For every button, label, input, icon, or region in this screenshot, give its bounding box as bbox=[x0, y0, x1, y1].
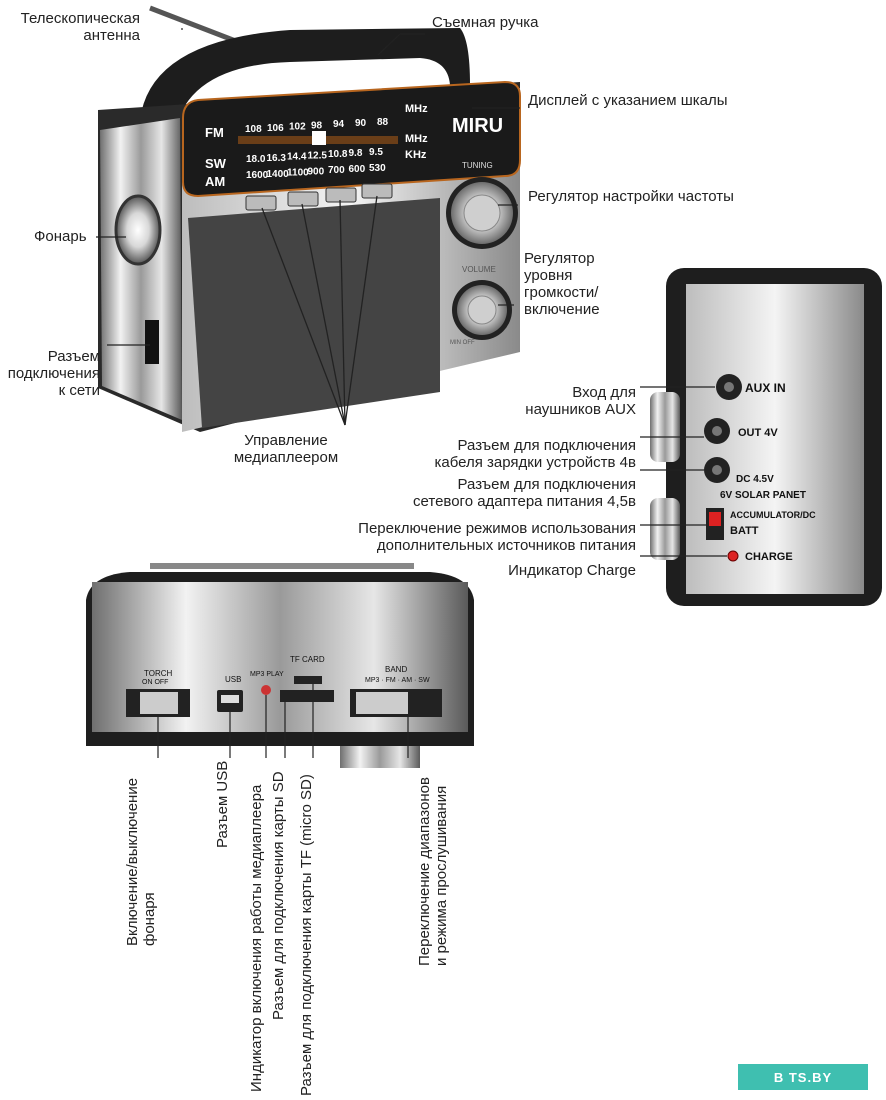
label-antenna: Телескопическая антенна bbox=[20, 10, 140, 44]
watermark-logo: B TS.BY bbox=[738, 1064, 868, 1090]
label-out4v: Разъем для подключения кабеля зарядки ус… bbox=[434, 437, 636, 471]
label-volume: Регулятор уровня громкости/ включение bbox=[524, 250, 600, 318]
sd-slot[interactable] bbox=[280, 690, 334, 702]
dial-mhz-label: MHz bbox=[405, 133, 428, 145]
dial-sw-freq: 12.5 bbox=[308, 150, 328, 161]
band-caption: BAND bbox=[385, 665, 407, 674]
solar-caption: 6V SOLAR PANET bbox=[720, 490, 806, 501]
batt-caption: BATT bbox=[730, 525, 759, 537]
tuning-caption: TUNING bbox=[462, 161, 493, 170]
dial-sw-freq: 10.8 bbox=[328, 149, 348, 160]
dc-caption: DC 4.5V bbox=[736, 474, 774, 485]
radio-front bbox=[98, 5, 521, 432]
label-dc45: Разъем для подключения сетевого адаптера… bbox=[413, 476, 636, 510]
dial-fm-label: FM bbox=[205, 125, 224, 140]
vlabel-band: Переключение диапазонов и режима прослуш… bbox=[416, 777, 450, 966]
vlabel-sd: Разъем для подключения карты SD bbox=[270, 771, 287, 1020]
dial-am-freq: 1400 bbox=[267, 169, 290, 180]
radio-bottom bbox=[86, 563, 474, 768]
dial-mhz-label: MHz bbox=[405, 103, 428, 115]
dial-sw-freq: 16.3 bbox=[267, 153, 287, 164]
dial-sw-freq: 9.5 bbox=[369, 147, 383, 158]
dial-am-freq: 1100 bbox=[287, 168, 309, 179]
dial-am-label: AM bbox=[205, 174, 225, 189]
label-charge: Индикатор Charge bbox=[508, 562, 636, 579]
dial-sw-label: SW bbox=[205, 156, 227, 171]
dial-am-freq: 1600 bbox=[246, 170, 269, 181]
media-button-next[interactable] bbox=[325, 187, 357, 203]
dial-sw-freq: 18.0 bbox=[246, 154, 266, 165]
label-display: Дисплей с указанием шкалы bbox=[528, 92, 728, 109]
usb-caption: USB bbox=[225, 675, 241, 684]
media-button-play[interactable] bbox=[287, 191, 319, 207]
label-switch: Переключение режимов использования допол… bbox=[358, 520, 636, 554]
vlabel-usb: Разъем USB bbox=[214, 760, 231, 848]
vlabel-tf: Разъем для подключения карты TF (micro S… bbox=[298, 774, 315, 1096]
band-modes-caption: MP3 · FM · AM · SW bbox=[365, 677, 430, 684]
dial-am-freq: 900 bbox=[308, 166, 325, 177]
dial-fm-freq: 94 bbox=[333, 119, 345, 130]
dial-khz-label: KHz bbox=[405, 149, 427, 161]
min-off-caption: MIN OFF bbox=[450, 340, 475, 346]
aux-caption: AUX IN bbox=[745, 381, 786, 395]
dial-sw-freq: 14.4 bbox=[287, 152, 307, 163]
dial-sw-freq: 9.8 bbox=[349, 148, 363, 159]
charge-caption: CHARGE bbox=[745, 551, 793, 563]
dial-fm-freq: 90 bbox=[355, 118, 367, 129]
tfcard-caption: TF CARD bbox=[290, 655, 325, 664]
dial-am-freq: 600 bbox=[349, 164, 366, 175]
out4v-caption: OUT 4V bbox=[738, 427, 778, 439]
label-aux: Вход для наушников AUX bbox=[525, 384, 636, 418]
label-tuning: Регулятор настройки частоты bbox=[528, 188, 734, 205]
dial-fm-freq: 106 bbox=[267, 123, 284, 134]
vlabel-torch-switch: Включение/выключение фонаря bbox=[124, 777, 158, 946]
handle bbox=[140, 28, 470, 130]
dial-fm-freq: 108 bbox=[245, 124, 262, 135]
charge-led bbox=[727, 550, 739, 562]
dial-fm-freq: 102 bbox=[289, 122, 306, 133]
dial-fm-freq: 98 bbox=[311, 120, 323, 131]
label-handle: Съемная ручка bbox=[432, 14, 539, 31]
vlabel-mp3-indicator: Индикатор включения работы медиаплеера bbox=[248, 784, 265, 1092]
media-button-prev[interactable] bbox=[245, 195, 277, 211]
media-button-mode[interactable] bbox=[361, 183, 393, 199]
dial-am-freq: 700 bbox=[328, 165, 345, 176]
accumulator-caption: ACCUMULATOR/DC bbox=[730, 510, 816, 520]
torch-on-off-caption: ON OFF bbox=[142, 679, 168, 686]
torch-caption: TORCH bbox=[144, 669, 173, 678]
dial-fm-freq: 88 bbox=[377, 117, 389, 128]
power-socket bbox=[145, 320, 159, 364]
label-media-control: Управление медиаплеером bbox=[233, 432, 339, 466]
dial-am-freq: 530 bbox=[369, 163, 386, 174]
brand-logo: MIRU bbox=[452, 115, 503, 137]
mp3-led bbox=[261, 685, 271, 695]
label-power-socket: Разъем подключения к сети bbox=[7, 348, 100, 399]
radio-side bbox=[650, 268, 882, 606]
tf-slot[interactable] bbox=[294, 676, 322, 684]
label-torch: Фонарь bbox=[34, 228, 87, 245]
mp3play-caption: MP3 PLAY bbox=[250, 671, 284, 678]
volume-caption: VOLUME bbox=[462, 265, 496, 274]
torch-lamp bbox=[114, 194, 162, 266]
speaker-grille bbox=[188, 198, 440, 428]
